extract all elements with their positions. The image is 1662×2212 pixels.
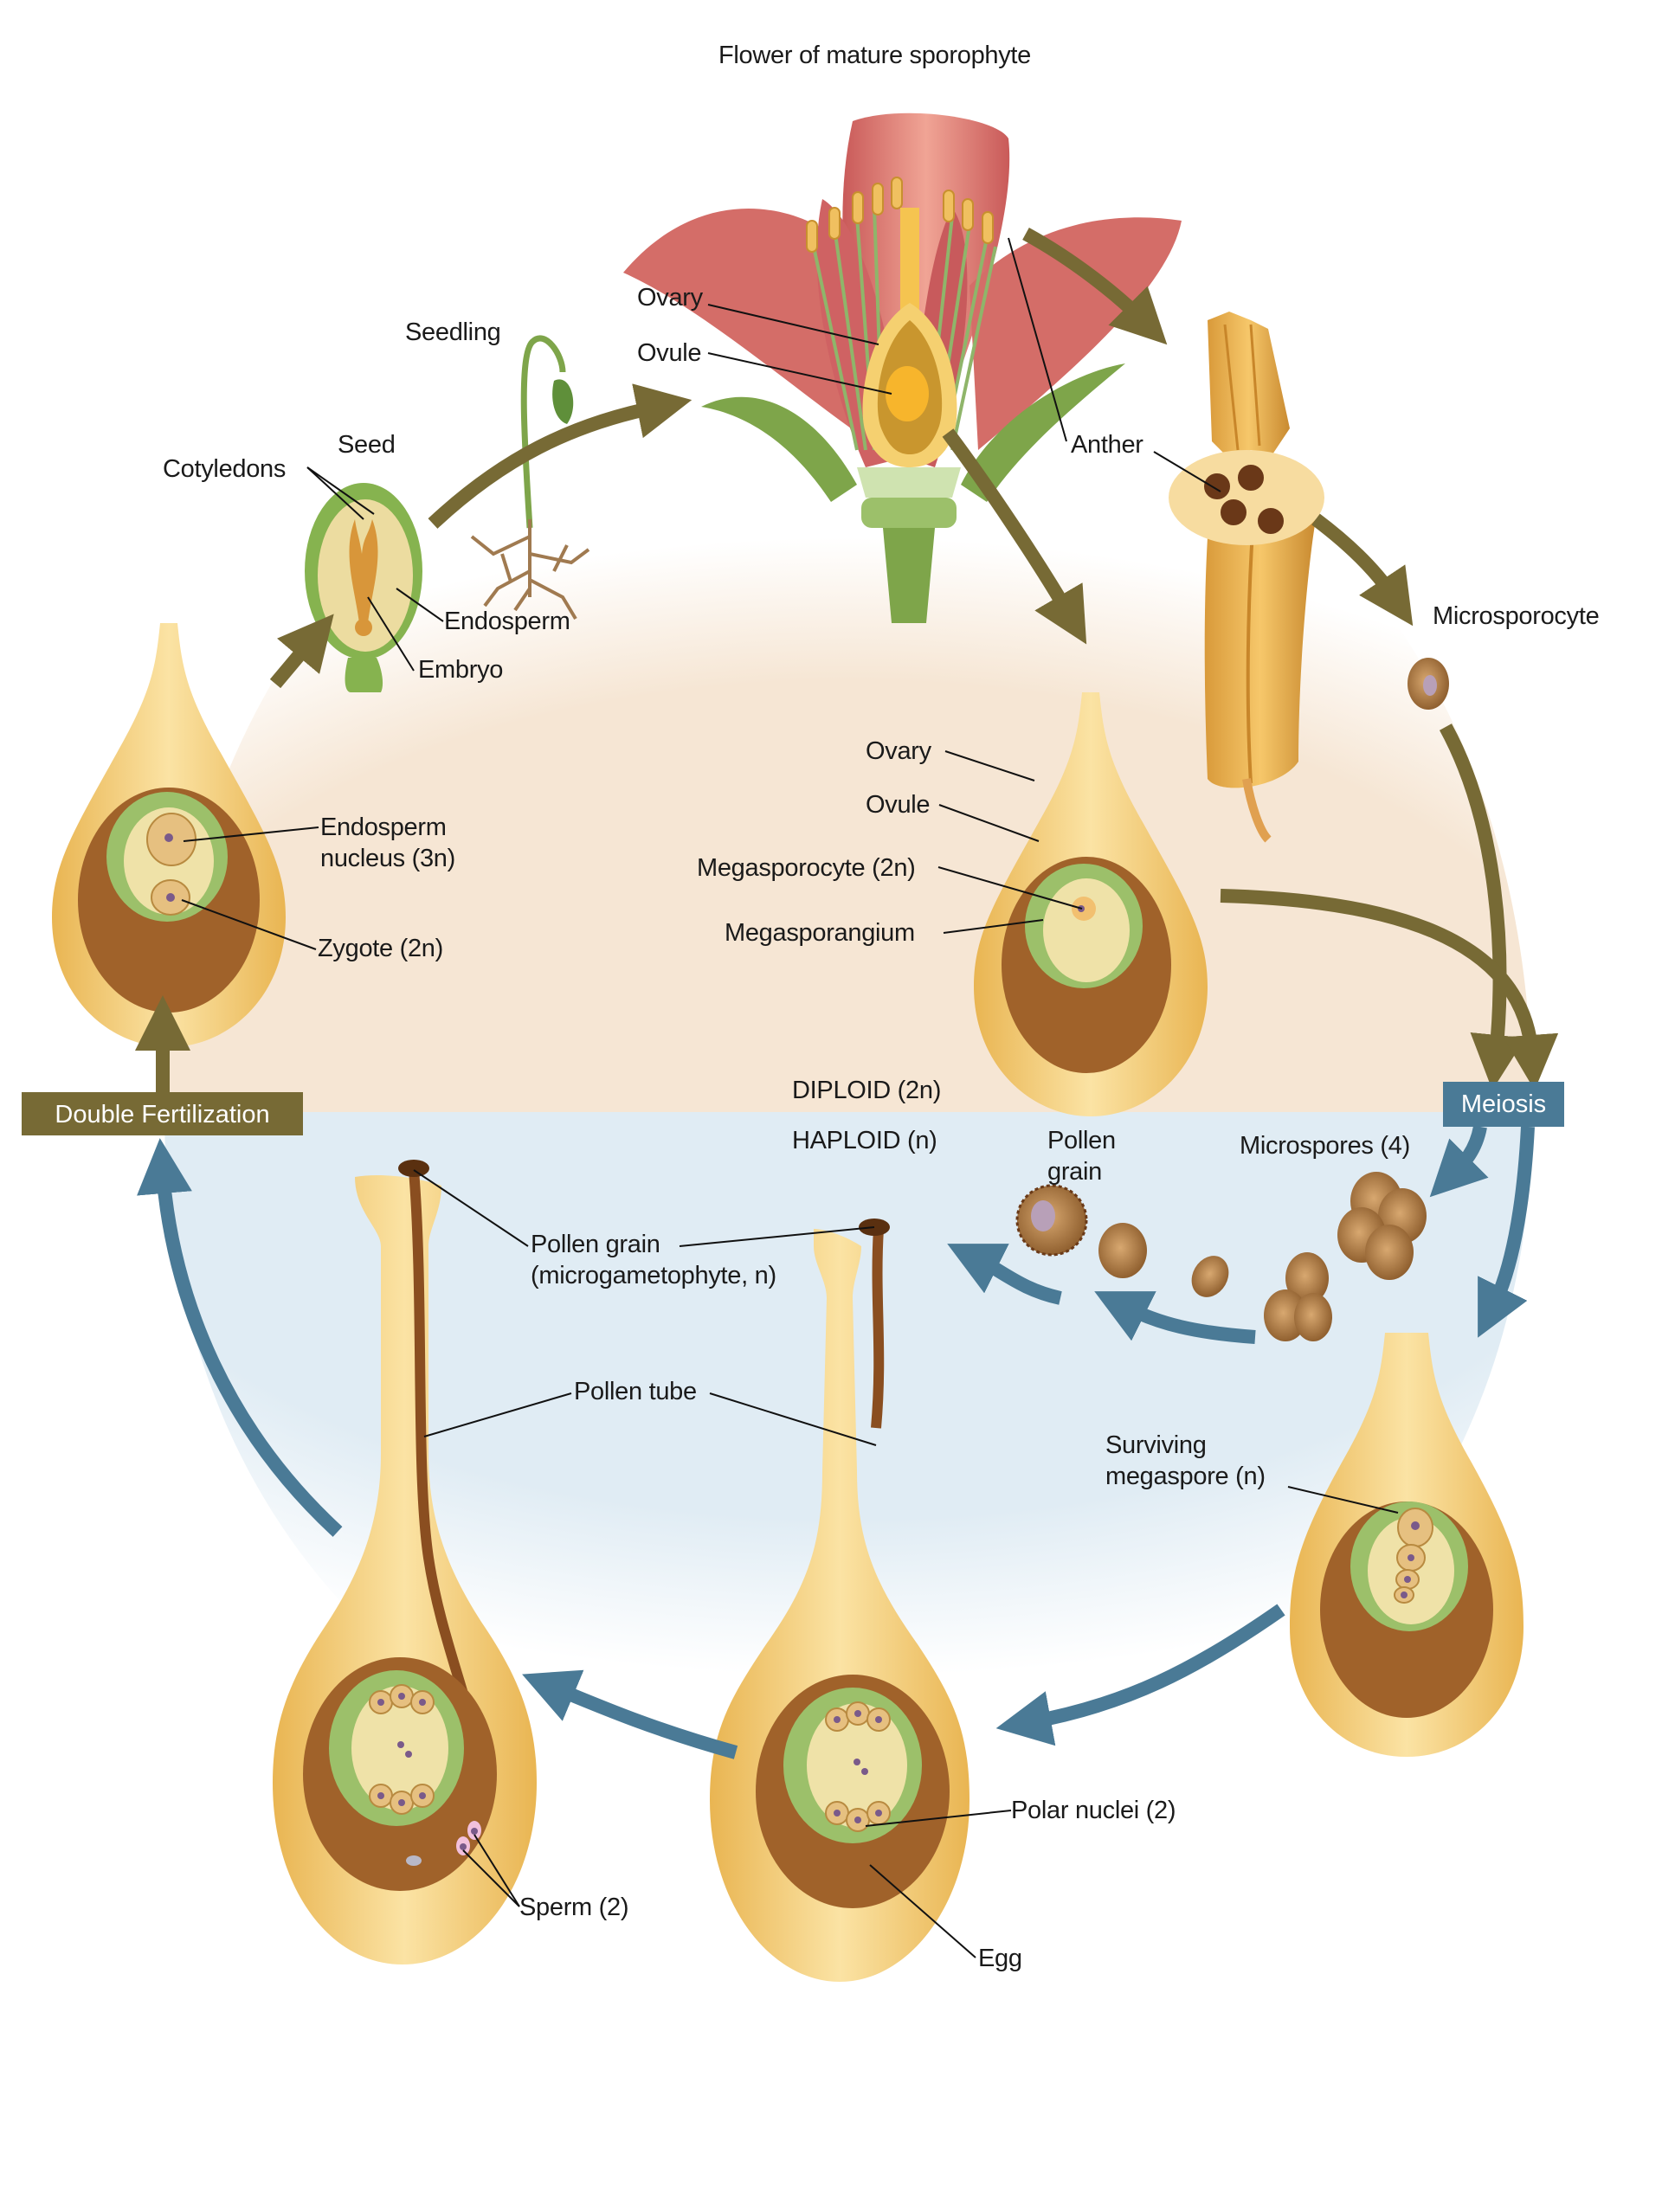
arrow-seed-to-flower (428, 383, 692, 529)
diploid-arrows (135, 227, 1559, 1092)
meiosis-box: Meiosis (1460, 1090, 1547, 1118)
label-seedling: Seedling (405, 318, 501, 346)
label-seed: Seed (338, 431, 396, 459)
double-fertilization-box: Double Fertilization (55, 1101, 270, 1129)
label-pollen-tube: Pollen tube (574, 1378, 697, 1405)
arrow-flower-to-anther (1022, 227, 1168, 345)
label-cotyledons: Cotyledons (163, 455, 287, 483)
pollen-grain-cell (1015, 1184, 1088, 1257)
label-megasporangium: Megasporangium (725, 919, 915, 947)
leader-lines (181, 237, 1399, 1958)
seed-illustration (305, 483, 422, 692)
label-polar-nuclei: Polar nuclei (2) (1011, 1797, 1176, 1824)
arrow-anther-to-microsporocyte (1311, 513, 1414, 627)
arrow-meiosis-to-microspores (1429, 1125, 1489, 1198)
double-fertilization-box-bg (22, 1092, 303, 1135)
arrow-megaspore-to-ovule (995, 1604, 1285, 1746)
label-ovule-stage-ovule: Ovule (866, 791, 931, 819)
arrow-ovule-to-fertilization (137, 1138, 343, 1537)
arrow-flower-to-ovule (942, 428, 1087, 645)
label-pollen-grain-microgametophyte: Pollen grain (microgametophyte, n) (531, 1231, 776, 1289)
label-flower-ovule: Ovule (637, 339, 702, 367)
label-pollen-grain-small: Pollen grain (1047, 1127, 1116, 1186)
ovule-sperm-stage (273, 1160, 537, 1964)
arrow-microsporocyte-to-meiosis (1439, 723, 1526, 1090)
label-endosperm-nucleus: Endosperm nucleus (3n) (320, 813, 455, 872)
label-endosperm: Endosperm (444, 608, 570, 635)
label-microsporocyte: Microsporocyte (1433, 602, 1600, 630)
label-sperm: Sperm (2) (519, 1894, 629, 1921)
microsporocyte-cell (1408, 658, 1449, 710)
label-flower-ovary: Ovary (637, 284, 703, 312)
label-diploid-zone: DIPLOID (2n) (792, 1077, 942, 1104)
label-ovule-stage-ovary: Ovary (866, 737, 931, 765)
label-haploid-zone: HAPLOID (n) (792, 1127, 937, 1154)
microspore-tetrad (1337, 1172, 1427, 1280)
label-anther: Anther (1071, 431, 1143, 459)
label-embryo: Embryo (418, 656, 504, 684)
microspore-separating (1264, 1252, 1332, 1341)
ovule-polar-nuclei-stage (710, 1219, 970, 1982)
label-microspores: Microspores (4) (1240, 1132, 1410, 1160)
diploid-zone (164, 346, 1532, 1112)
ovule-surviving-megaspore (1290, 1333, 1524, 1757)
arrow-ovule-to-seed (269, 614, 334, 689)
label-megasporocyte: Megasporocyte (2n) (697, 854, 916, 882)
arrow-meiosis-to-megaspore (1478, 1126, 1535, 1338)
label-egg: Egg (978, 1945, 1022, 1972)
anther-cross-section (1169, 312, 1324, 843)
diagram-title: Flower of mature sporophyte (718, 42, 1032, 69)
meiosis-box-bg (1443, 1082, 1564, 1127)
haploid-arrows (137, 1125, 1535, 1759)
arrow-ovule-to-ovule (522, 1669, 738, 1759)
arrow-ovule-to-meiosis (1220, 889, 1559, 1090)
arrow-pollen-to-stigma (947, 1244, 1062, 1305)
ovule-fertilized (52, 623, 286, 1047)
label-surviving-megaspore: Surviving megaspore (n) (1105, 1431, 1266, 1490)
flower-illustration (623, 113, 1182, 623)
label-zygote: Zygote (2n) (318, 935, 443, 962)
arrow-microspores-to-pollen (1094, 1291, 1256, 1344)
microspore-single (1098, 1223, 1229, 1297)
